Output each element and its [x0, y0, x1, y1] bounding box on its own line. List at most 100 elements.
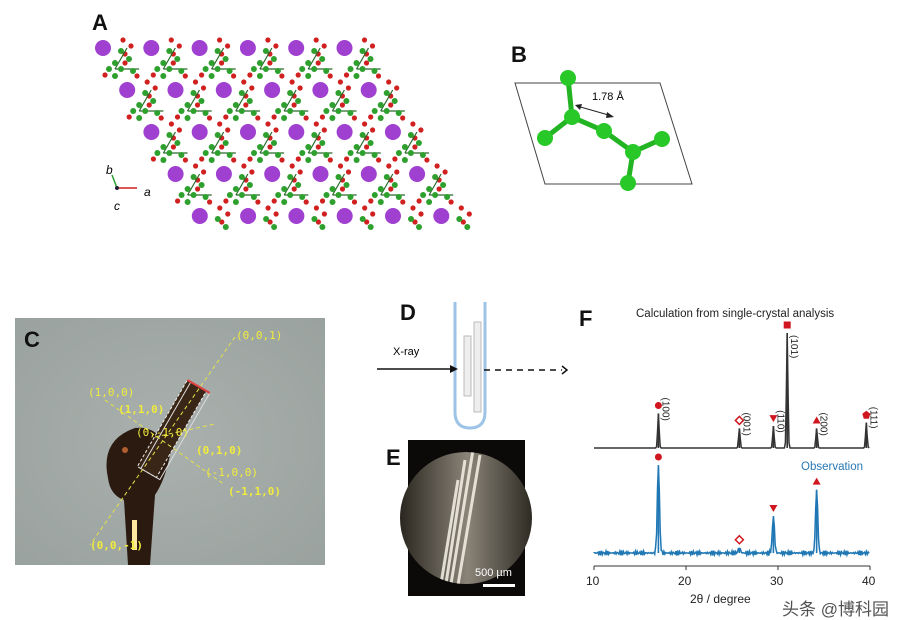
boron-atom: [408, 216, 414, 222]
boron-atom: [184, 102, 191, 108]
oxygen-atom: [394, 169, 400, 175]
potassium-atom: [312, 166, 329, 182]
oxygen-atom: [152, 85, 158, 91]
boron-atom: [270, 56, 277, 62]
oxygen-atom: [255, 115, 261, 121]
boron-atom: [305, 157, 312, 163]
boron-atom: [190, 90, 197, 96]
boron-atom: [275, 108, 282, 114]
potassium-atom: [360, 166, 377, 182]
boron-atom: [367, 56, 374, 62]
boron-atom: [118, 48, 124, 54]
oxygen-atom: [368, 198, 374, 204]
potassium-atom: [264, 82, 281, 98]
boron-atom: [202, 110, 209, 116]
boron-atom: [281, 199, 288, 205]
boron-atom: [142, 90, 149, 96]
oxygen-atom: [375, 73, 382, 79]
boron-atom: [311, 150, 318, 156]
boron-atom: [214, 132, 221, 138]
boron-atom: [281, 186, 288, 192]
oxygen-atom: [231, 73, 237, 79]
oxygen-atom: [303, 199, 309, 205]
oxygen-atom: [363, 60, 370, 66]
boron-atom: [262, 48, 269, 54]
bond: [186, 89, 201, 112]
potassium-atom: [336, 124, 353, 140]
oxygen-atom: [400, 199, 406, 205]
boron-atom: [190, 108, 197, 114]
oxygen-atom: [424, 157, 430, 163]
diamond-marker: [734, 534, 745, 545]
bond-length-label: 1.78 Å: [592, 91, 624, 103]
boron-atom: [391, 182, 398, 188]
oxygen-atom: [170, 60, 176, 66]
oxygen-atom: [362, 205, 368, 211]
legend-observation: Observation: [801, 461, 864, 473]
oxygen-atom: [416, 198, 422, 204]
bond: [259, 131, 273, 154]
boron-atom: [383, 108, 390, 114]
oxygen-atom: [315, 144, 321, 150]
oxygen-atom: [388, 186, 394, 192]
boron-atom: [444, 194, 451, 200]
boron-atom: [335, 108, 342, 114]
oxygen-atom: [265, 37, 271, 43]
potassium-atom: [433, 208, 450, 224]
boron-atom: [415, 140, 422, 146]
boron-atom: [166, 48, 173, 54]
boron-atom: [178, 192, 185, 198]
x-tick-label: 20: [678, 574, 692, 588]
oxygen-atom: [386, 163, 392, 169]
boron-atom: [299, 194, 306, 200]
b-axis-arrow: [111, 174, 118, 189]
boron-atom: [208, 60, 215, 66]
boron-atom: [178, 68, 185, 74]
boron-atom: [136, 115, 143, 121]
oxygen-atom: [295, 156, 301, 162]
boron-atom: [377, 115, 384, 121]
boron-atom: [214, 66, 221, 72]
potassium-atom: [264, 166, 281, 182]
boron-atom: [208, 157, 215, 163]
potassium-atom: [288, 124, 305, 140]
oxygen-atom: [327, 157, 333, 163]
oxygen-atom: [313, 37, 319, 43]
boron-atom: [226, 68, 233, 74]
oxygen-atom: [249, 85, 255, 91]
watermark: 头条 @博科园: [782, 600, 889, 619]
potassium-atom: [336, 40, 353, 56]
oxygen-atom: [321, 211, 327, 217]
boron-atom: [232, 199, 239, 205]
oxygen-atom: [102, 72, 108, 78]
chart-title: Calculation from single-crystal analysis: [636, 308, 835, 320]
oxygen-atom: [273, 127, 279, 133]
boron-atom: [311, 48, 318, 54]
oxygen-atom: [458, 205, 464, 211]
oxygen-atom: [321, 43, 327, 49]
unit-cell-outline: [514, 82, 693, 185]
boron-atom: [407, 132, 414, 138]
oxygen-atom: [134, 73, 140, 79]
oxygen-atom: [174, 114, 181, 120]
scale-bar-label: 500 µm: [475, 567, 512, 579]
boron-atom: [222, 224, 229, 230]
bond: [235, 173, 249, 196]
oxygen-atom: [291, 102, 297, 108]
bond-length-arrow: [576, 105, 613, 117]
boron-atom: [440, 182, 447, 188]
oxygen-atom: [339, 186, 346, 192]
boron-atom: [160, 73, 167, 79]
boron-atom: [238, 108, 245, 114]
boron-atom: [456, 216, 463, 222]
direction-label: (0,-1,0): [136, 426, 189, 439]
oxygen-atom: [339, 102, 345, 108]
boron-atom: [329, 115, 336, 121]
boron-atom: [347, 66, 354, 72]
triangle-down-marker: [769, 415, 778, 423]
oxygen-atom: [361, 37, 368, 43]
oxygen-atom: [219, 144, 225, 150]
potassium-atom: [167, 166, 184, 182]
boron-atom: [238, 192, 245, 198]
